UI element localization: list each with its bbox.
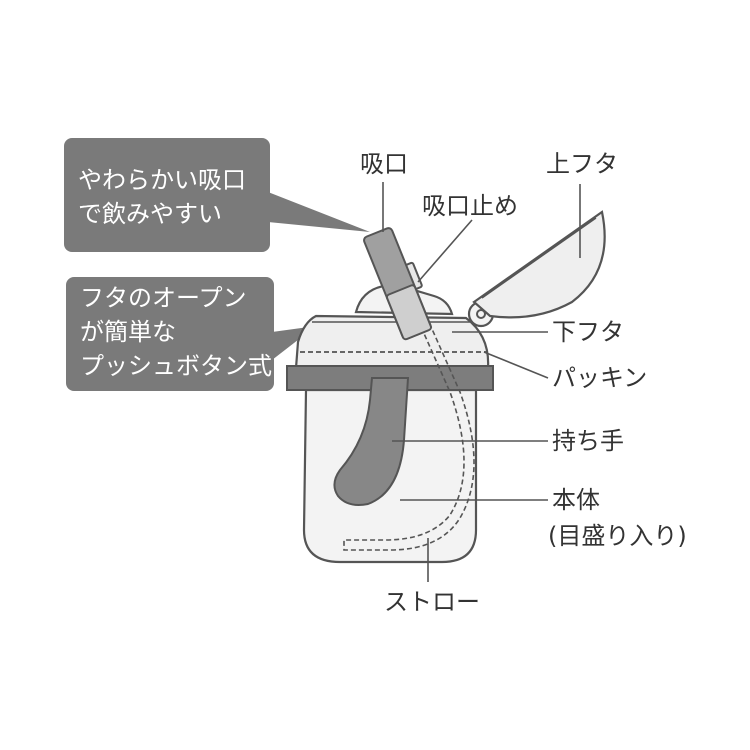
callout-box xyxy=(64,138,270,252)
callout-line-2: で飲みやすい xyxy=(78,200,222,228)
hinge-pin xyxy=(476,309,486,319)
callout-line-1: フタのオープン xyxy=(80,284,247,312)
callout-line-1: やわらかい吸口 xyxy=(78,166,246,194)
callout-line-2: が簡単な xyxy=(80,318,176,346)
label-mouthpiece-stopper: 吸口止め xyxy=(422,192,518,220)
upper-lid-rim xyxy=(481,217,597,299)
label-body-graduated: (目盛り入り) xyxy=(548,522,687,550)
callout-pointer xyxy=(268,192,370,232)
upper-lid xyxy=(472,210,606,319)
callout-box xyxy=(66,277,274,391)
leader-mouthpiece-stopper xyxy=(417,219,473,283)
label-straw: ストロー xyxy=(384,588,480,616)
callout-line-3: プッシュボタン式 xyxy=(80,352,272,380)
label-gasket: パッキン xyxy=(552,364,647,392)
label-handle: 持ち手 xyxy=(552,427,624,455)
callout-soft-mouthpiece: やわらかい吸口 で飲みやすい xyxy=(64,138,370,252)
label-mouthpiece: 吸口 xyxy=(360,150,408,178)
label-lower-lid: 下フタ xyxy=(552,318,624,346)
leader-gasket xyxy=(483,351,549,379)
label-upper-lid: 上フタ xyxy=(546,150,618,178)
lower-lid xyxy=(294,314,490,370)
straw-dashed xyxy=(343,319,475,551)
callout-push-button: フタのオープン が簡単な プッシュボタン式 xyxy=(66,277,316,391)
label-body: 本体 xyxy=(552,486,600,514)
handle xyxy=(333,377,410,506)
mouthpiece xyxy=(363,227,432,341)
